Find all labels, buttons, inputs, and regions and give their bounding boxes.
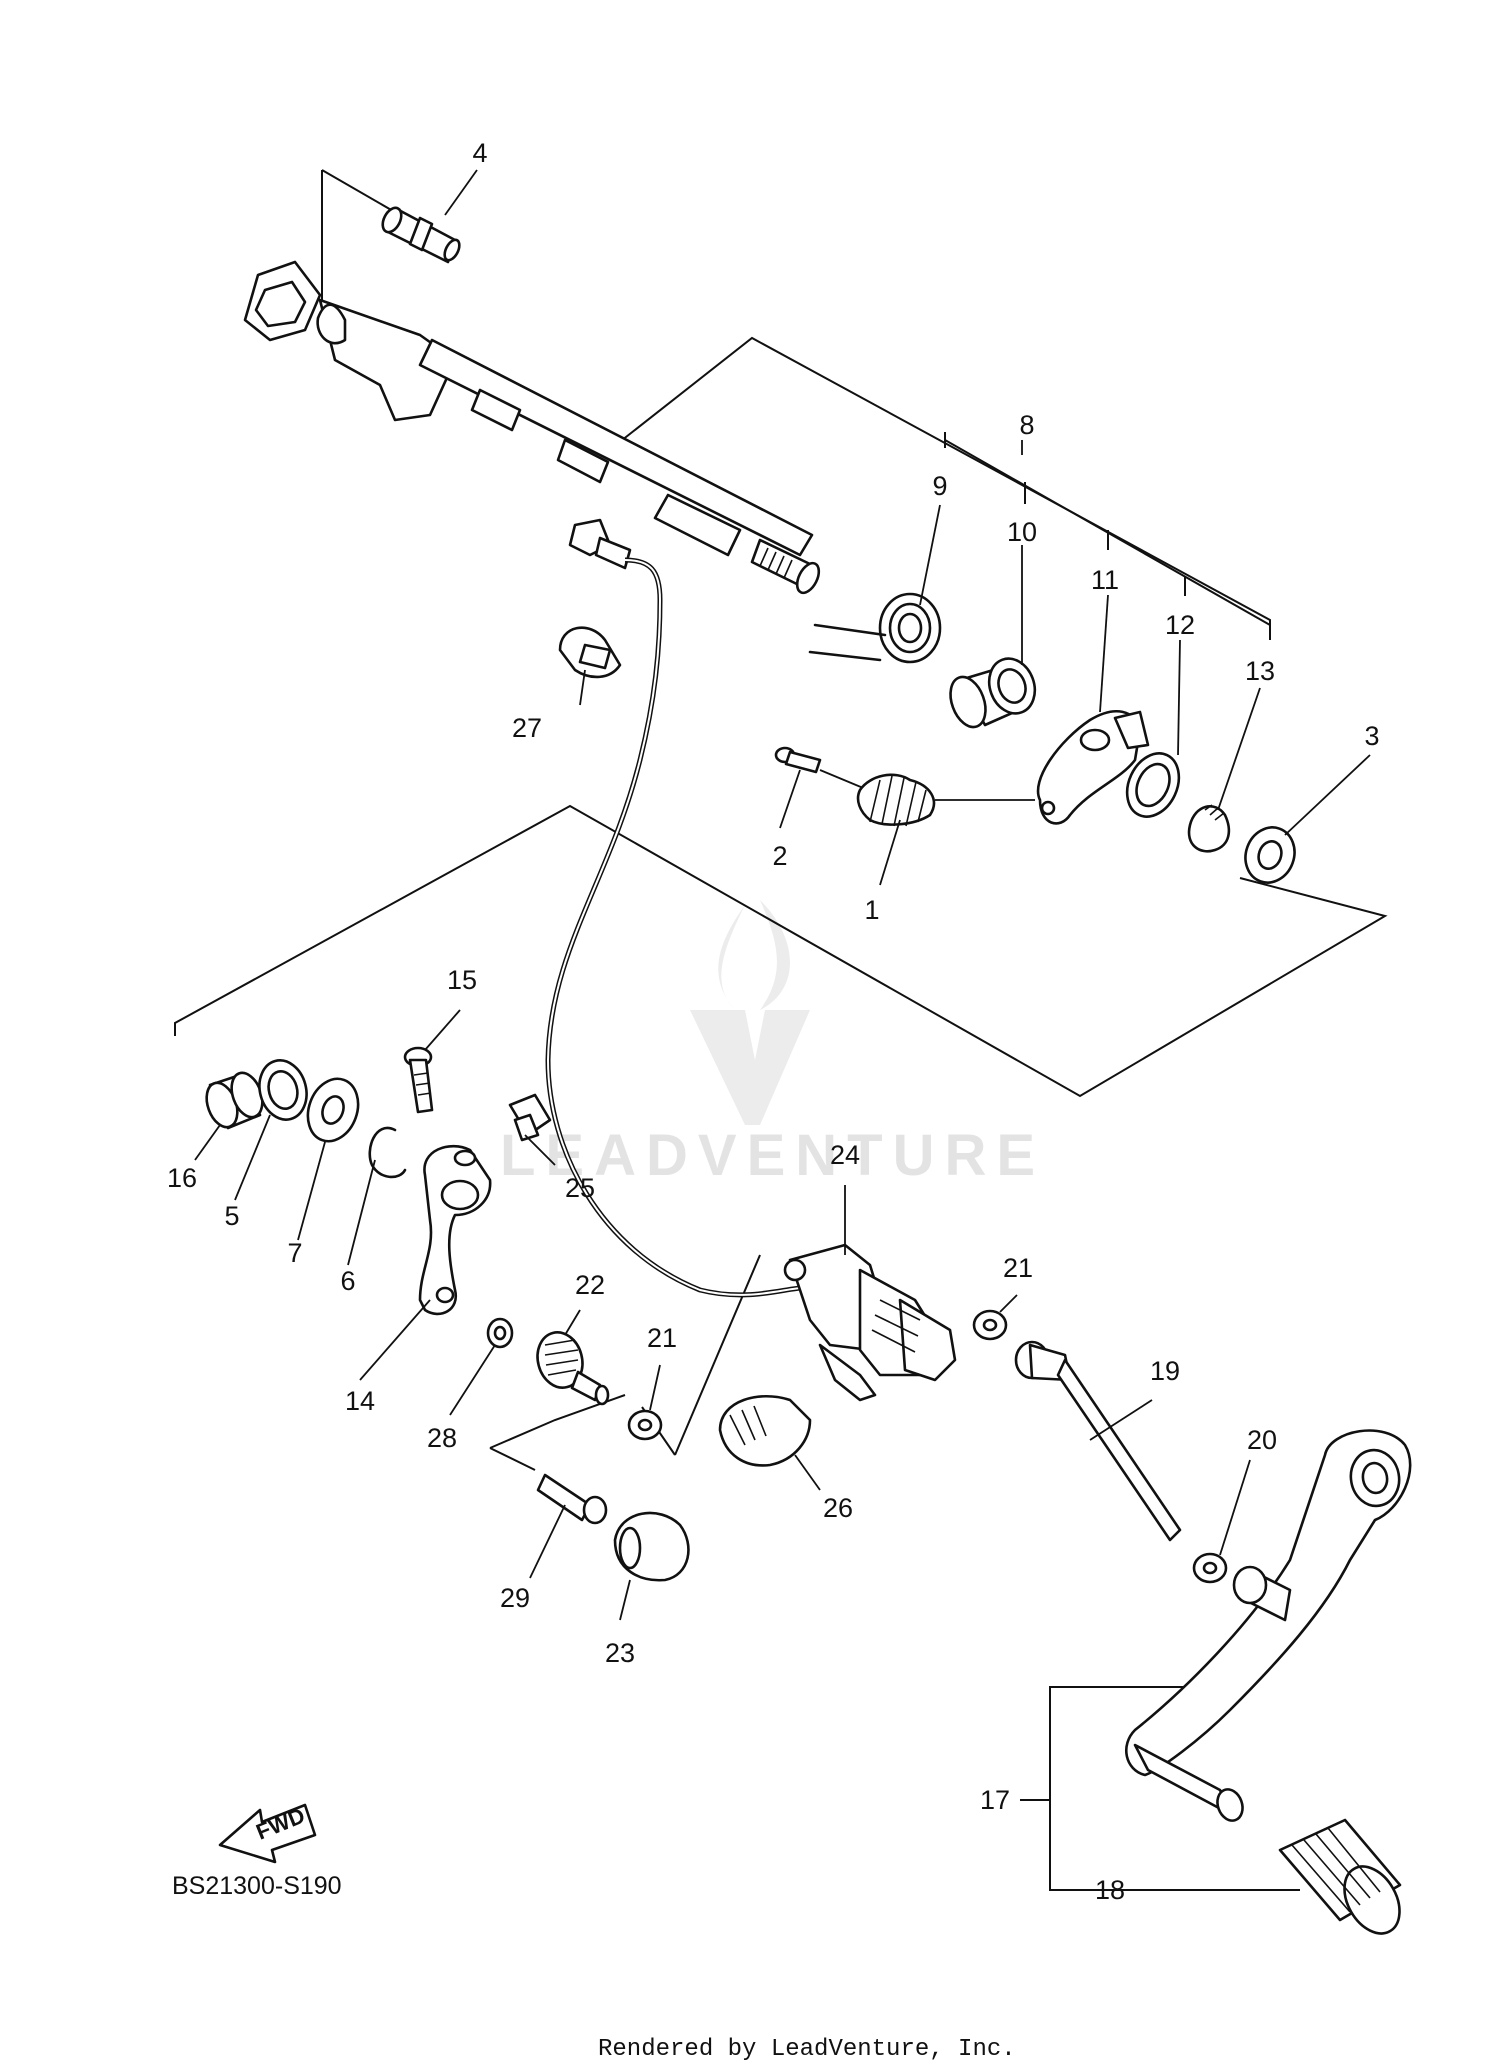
- bolt-2: [774, 746, 822, 774]
- shift-pedal-17: [1125, 1429, 1412, 1822]
- callout-21-right: 21: [1003, 1253, 1033, 1283]
- bushing-16: [205, 1071, 264, 1130]
- callout-24: 24: [830, 1140, 860, 1170]
- shift-sensor-24: [783, 1243, 957, 1402]
- callouts: 4 8 9 10 11 12 13 3 27 2 1 15 16 5 7 6 2…: [167, 138, 1380, 1905]
- callout-6: 6: [340, 1266, 355, 1296]
- bolt-15: [403, 1046, 434, 1114]
- callout-8: 8: [1019, 410, 1034, 440]
- callout-23: 23: [605, 1638, 635, 1668]
- return-spring-1: [819, 769, 1035, 827]
- callout-11: 11: [1091, 565, 1119, 595]
- callout-28: 28: [427, 1423, 457, 1453]
- callout-27: 27: [512, 713, 542, 743]
- collar-10: [949, 657, 1037, 729]
- clamp-26: [718, 1394, 812, 1467]
- shift-lever-14: [418, 1144, 492, 1316]
- callout-4: 4: [472, 138, 487, 168]
- callout-20: 20: [1247, 1425, 1277, 1455]
- render-credit: Rendered by LeadVenture, Inc.: [598, 2036, 1016, 2063]
- callout-12: 12: [1165, 610, 1195, 640]
- fwd-arrow-icon: FWD: [218, 1803, 317, 1864]
- nut-21-right: [972, 1309, 1008, 1341]
- circlip-13: [1187, 804, 1231, 853]
- oil-seal-3: [1244, 826, 1296, 884]
- callout-1: 1: [864, 895, 879, 925]
- clip-25: [508, 1093, 552, 1142]
- callout-26: 26: [823, 1493, 853, 1523]
- stud-bolt: [381, 206, 461, 264]
- callout-15: 15: [447, 965, 477, 995]
- callout-25: 25: [565, 1173, 595, 1203]
- callout-21-left: 21: [647, 1323, 677, 1353]
- callout-14: 14: [345, 1386, 375, 1416]
- diagram-code: BS21300-S190: [172, 1872, 342, 1900]
- watermark-text: LEADVENTURE: [500, 1123, 1045, 1188]
- callout-19: 19: [1150, 1356, 1180, 1386]
- assembly-lines: [174, 169, 1388, 1891]
- callout-9: 9: [932, 471, 947, 501]
- leader-lines: [194, 169, 1371, 1621]
- watermark-logo: [690, 900, 810, 1125]
- callout-13: 13: [1245, 656, 1275, 686]
- washer-7: [306, 1077, 360, 1143]
- callout-16: 16: [167, 1163, 197, 1193]
- sensor-lead: [545, 518, 822, 1298]
- nut-20: [1192, 1552, 1228, 1584]
- washer-12: [1125, 752, 1181, 818]
- callout-10: 10: [1007, 517, 1037, 547]
- seal-5: [258, 1059, 308, 1121]
- shift-rod-19: [1014, 1340, 1182, 1542]
- cap-23: [613, 1511, 690, 1582]
- rod-end-22: [536, 1331, 610, 1406]
- torsion-spring-9: [808, 592, 942, 664]
- callout-29: 29: [500, 1583, 530, 1613]
- callout-17: 17: [980, 1785, 1010, 1815]
- callout-22: 22: [575, 1270, 605, 1300]
- clamp-27: [558, 626, 622, 679]
- callout-5: 5: [224, 1201, 239, 1231]
- washer-28: [486, 1317, 514, 1349]
- bolt-29: [536, 1473, 608, 1525]
- callout-2: 2: [772, 841, 787, 871]
- shift-arm-11: [1036, 710, 1150, 825]
- e-clip-6: [368, 1126, 407, 1179]
- nut-21-left: [627, 1409, 663, 1441]
- pedal-rubber-18: [1278, 1818, 1402, 1935]
- callout-18: 18: [1095, 1875, 1125, 1905]
- callout-3: 3: [1364, 721, 1379, 751]
- shift-shaft: [243, 260, 821, 595]
- callout-7: 7: [287, 1238, 302, 1268]
